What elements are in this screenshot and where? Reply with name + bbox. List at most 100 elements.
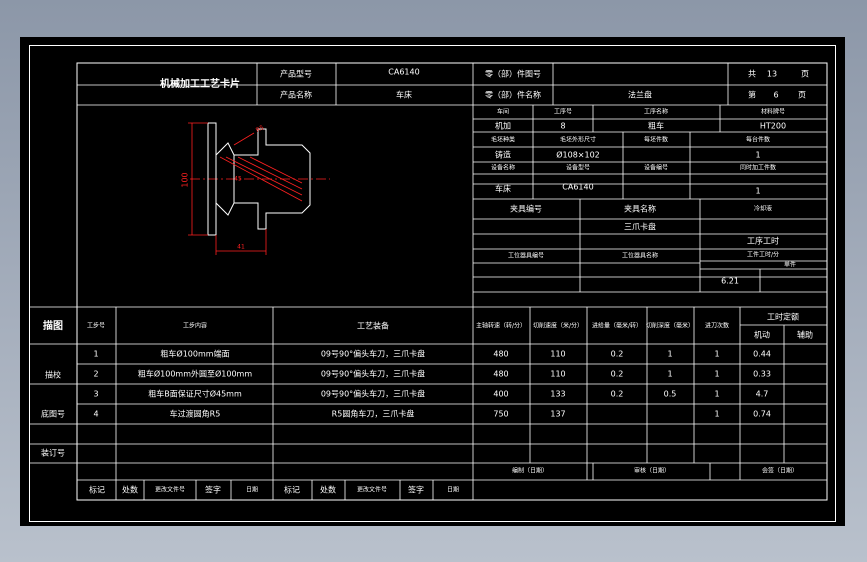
count-label-2: 处数 bbox=[320, 485, 336, 495]
header-depth: 切削深度（毫米） bbox=[646, 322, 694, 330]
material: HT200 bbox=[760, 122, 786, 131]
product-name-label: 产品名称 bbox=[280, 90, 312, 100]
op-name-label: 工序名称 bbox=[644, 108, 668, 116]
station-name-label: 工位器具名称 bbox=[622, 252, 658, 260]
product-name: 车床 bbox=[396, 90, 412, 100]
row-1-content: 粗车Ø100mm端面 bbox=[160, 349, 229, 359]
compile-label: 编制（日期） bbox=[512, 467, 548, 475]
row-3-passes: 1 bbox=[714, 390, 719, 399]
row-3-equip: 09号90°偏头车刀，三爪卡盘 bbox=[321, 389, 425, 399]
doc-label-2: 更改文件号 bbox=[357, 486, 387, 494]
single-label: 单件 bbox=[784, 261, 796, 269]
card-border bbox=[76, 62, 828, 501]
fixture-name: 三爪卡盘 bbox=[624, 222, 656, 232]
row-3-speed: 400 bbox=[493, 390, 508, 399]
part-name: 法兰盘 bbox=[628, 90, 652, 100]
side-label-base: 底图号 bbox=[41, 409, 65, 419]
row-4-step: 4 bbox=[93, 410, 98, 419]
row-2-v: 110 bbox=[550, 370, 565, 379]
operation-info: 车间 工序号 工序名称 材料牌号 机加 8 粗车 HT200 毛坯种类 毛坯外形… bbox=[472, 105, 827, 307]
header-equipment: 工艺装备 bbox=[357, 321, 389, 331]
equip-model-label: 设备型号 bbox=[566, 164, 590, 172]
row-1-feed: 0.2 bbox=[611, 350, 624, 359]
row-4-equip: R5圆角车刀，三爪卡盘 bbox=[332, 409, 415, 419]
sheet-label: 第 bbox=[748, 90, 756, 100]
equip-name: 车床 bbox=[495, 184, 511, 194]
per-unit-label: 每台件数 bbox=[746, 136, 770, 144]
blank-type: 铸造 bbox=[495, 150, 511, 160]
row-1-equip: 09号90°偏头车刀，三爪卡盘 bbox=[321, 349, 425, 359]
operation-table: 描图 描校 底图号 装订号 工步号 工步内容 工艺装备 主轴转速（转/分） 切削… bbox=[29, 306, 827, 500]
row-4-passes: 1 bbox=[714, 410, 719, 419]
card-title: 机械加工工艺卡片 bbox=[160, 77, 240, 90]
row-2-equip: 09号90°偏头车刀，三爪卡盘 bbox=[321, 369, 425, 379]
part-name-label: 零（部）件名称 bbox=[485, 90, 541, 100]
table-rows: 1 粗车Ø100mm端面 09号90°偏头车刀，三爪卡盘 480 110 0.2 1 1 0.4… bbox=[93, 349, 770, 419]
op-name: 粗车 bbox=[648, 121, 664, 131]
row-2-step: 2 bbox=[93, 370, 98, 379]
product-model: CA6140 bbox=[388, 68, 419, 77]
op-no-label: 工序号 bbox=[554, 108, 572, 116]
equip-model: CA6140 bbox=[562, 183, 593, 192]
row-3-feed: 0.2 bbox=[611, 390, 624, 399]
side-label-binding: 装订号 bbox=[41, 448, 65, 458]
time-label: 工序工时 bbox=[747, 236, 779, 246]
header-feed: 进给量（毫米/转） bbox=[592, 322, 642, 330]
fixture-no-label: 夹具编号 bbox=[510, 204, 542, 214]
row-4-v: 137 bbox=[550, 410, 565, 419]
mark-label-2: 标记 bbox=[284, 485, 300, 495]
dim-chamfer: R5 bbox=[255, 124, 265, 134]
total-label: 共 bbox=[748, 70, 756, 79]
coolant-label: 冷却液 bbox=[754, 205, 772, 213]
row-2-depth: 1 bbox=[667, 370, 672, 379]
review-label: 审核（日期） bbox=[634, 467, 670, 475]
header-quota: 工时定额 bbox=[767, 312, 799, 322]
part-drawing: 100 45 R5 41 bbox=[181, 122, 330, 255]
sign-label: 会签（日期） bbox=[762, 467, 798, 475]
header-speed: 主轴转速（转/分） bbox=[476, 322, 526, 330]
concurrent-label: 同时加工件数 bbox=[740, 164, 776, 172]
row-1-machine: 0.44 bbox=[753, 350, 771, 359]
blank-count-label: 每坯件数 bbox=[644, 136, 668, 144]
station-no-label: 工位器具编号 bbox=[508, 252, 544, 260]
product-model-label: 产品型号 bbox=[280, 69, 312, 79]
doc-label-1: 更改文件号 bbox=[155, 486, 185, 494]
process-card: 机械加工工艺卡片 产品型号 CA6140 产品名称 车床 零（部）件图号 零（部… bbox=[29, 62, 828, 501]
part-no-label: 零（部）件图号 bbox=[485, 69, 541, 79]
blank-size: Ø108×102 bbox=[556, 150, 600, 160]
drawing-frame bbox=[29, 45, 836, 522]
count-label-1: 处数 bbox=[122, 485, 138, 495]
total-unit: 页 bbox=[801, 70, 809, 79]
footer: 编制（日期） 审核（日期） 会签（日期） 标记 处数 更改文件号 签字 日期 标… bbox=[89, 463, 798, 500]
row-4-content: 车过渡圆角R5 bbox=[170, 409, 221, 419]
op-no: 8 bbox=[560, 122, 565, 131]
header-machine: 机动 bbox=[754, 330, 770, 340]
row-1-v: 110 bbox=[550, 350, 565, 359]
row-3-v: 133 bbox=[550, 390, 565, 399]
material-label: 材料牌号 bbox=[761, 108, 785, 116]
row-3-step: 3 bbox=[93, 390, 98, 399]
row-1-speed: 480 bbox=[493, 350, 508, 359]
blank-size-label: 毛坯外形尺寸 bbox=[560, 136, 596, 144]
fixture-name-label: 夹具名称 bbox=[624, 204, 656, 214]
concurrent: 1 bbox=[755, 187, 760, 196]
signature-label-1: 签字 bbox=[205, 485, 221, 495]
per-unit: 1 bbox=[755, 151, 760, 160]
workshop: 机加 bbox=[495, 121, 511, 131]
sheet-unit: 页 bbox=[798, 91, 806, 100]
row-4-speed: 750 bbox=[493, 410, 508, 419]
row-1-depth: 1 bbox=[667, 350, 672, 359]
row-2-machine: 0.33 bbox=[753, 370, 771, 379]
date-label-1: 日期 bbox=[246, 486, 258, 494]
time-value: 6.21 bbox=[721, 277, 739, 286]
row-1-passes: 1 bbox=[714, 350, 719, 359]
date-label-2: 日期 bbox=[447, 486, 459, 494]
header-content: 工步内容 bbox=[183, 322, 207, 330]
header-step: 工步号 bbox=[87, 322, 105, 330]
drawing-sheet: 机械加工工艺卡片 产品型号 CA6140 产品名称 车床 零（部）件图号 零（部… bbox=[20, 37, 845, 526]
dim-dia: 45 bbox=[234, 176, 242, 183]
row-3-machine: 4.7 bbox=[756, 390, 769, 399]
side-label-check: 描校 bbox=[45, 370, 61, 380]
mark-label-1: 标记 bbox=[89, 485, 105, 495]
sheet-no: 6 bbox=[773, 91, 778, 100]
